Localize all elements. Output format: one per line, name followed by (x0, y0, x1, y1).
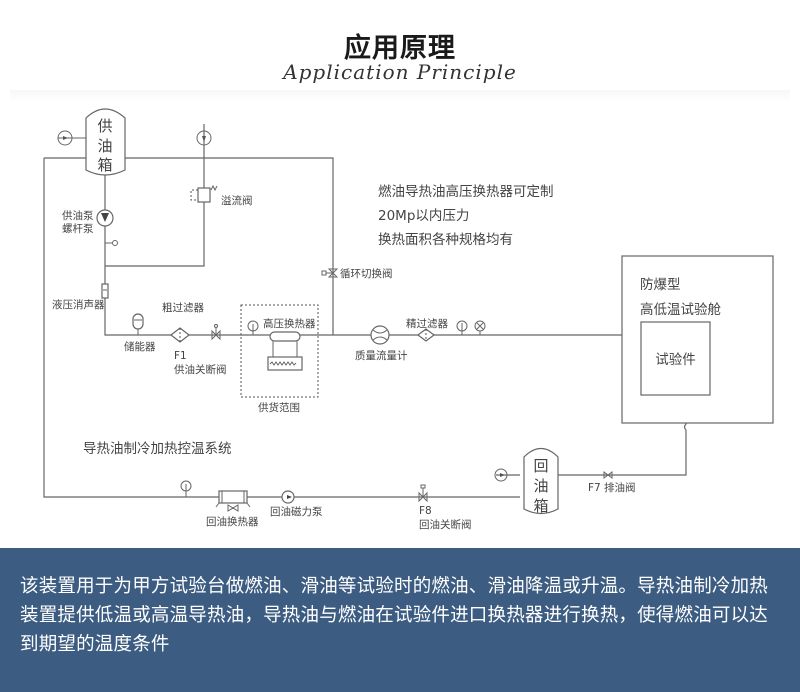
f8-shutoff-valve-icon (418, 484, 428, 503)
note-line-3: 换热面积各种规格均有 (378, 232, 513, 248)
return-tank-gauge-icon (494, 468, 508, 482)
drain-pipe (556, 417, 689, 476)
hp-exchanger-label: 高压换热器 (263, 317, 316, 330)
relief-valve-label: 溢流阀 (221, 194, 253, 207)
f8-name-label: 回油关断阀 (419, 518, 472, 531)
page-title: 应用原理 (344, 33, 456, 64)
note-line-2: 20Mp以内压力 (378, 208, 469, 224)
pump-outlet-gauge-icon (105, 240, 118, 246)
screw-pump-label: 螺杆泵 (62, 222, 94, 235)
header-divider (10, 90, 790, 102)
coarse-filter-label: 粗过滤器 (162, 301, 204, 314)
description-panel: 该装置用于为甲方试验台做燃油、滑油等试验时的燃油、滑油降温或升温。导热油制冷加热… (0, 548, 800, 692)
return-tank: 回 油 箱 (523, 447, 559, 515)
chamber-label-2: 高低温试验舱 (640, 301, 721, 318)
fine-filter-icon (417, 328, 435, 342)
circulation-valve-icon (321, 268, 339, 278)
hp-exchanger-icon (267, 331, 303, 371)
circulation-valve-label: 循环切换阀 (340, 267, 393, 280)
supply-scope-boundary (240, 304, 319, 398)
f8-code-label: F8 (419, 505, 432, 517)
description-text: 该装置用于为甲方试验台做燃油、滑油等试验时的燃油、滑油降温或升温。导热油制冷加热… (20, 576, 769, 655)
page-subtitle: Application Principle (283, 60, 517, 84)
hydraulic-silencer-label: 液压消声器 (52, 298, 105, 311)
supply-tank-label-3: 箱 (97, 156, 112, 174)
note-line-1: 燃油导热油高压换热器可定制 (378, 183, 554, 200)
f1-shutoff-valve-icon (211, 324, 221, 341)
supply-tank-gauge-icon (57, 130, 86, 146)
mass-flowmeter-icon (370, 325, 390, 345)
supply-scope-label: 供货范围 (258, 401, 300, 414)
fine-filter-gauge-icon (456, 320, 468, 335)
process-flow-diagram: 供 油 箱 溢流阀 供油泵 螺杆泵 液压消声器 循环切换阀 (43, 108, 774, 531)
return-tank-label-1: 回 (533, 457, 548, 475)
fine-filter-label: 精过滤器 (406, 317, 448, 330)
supply-tank-label-1: 供 (97, 117, 112, 135)
accumulator-icon (132, 313, 144, 335)
return-gauge-icon (180, 480, 192, 497)
f7-drain-valve-icon (603, 471, 613, 479)
supply-pump-icon (96, 209, 114, 227)
hydraulic-silencer-icon (101, 283, 109, 299)
test-piece-label: 试验件 (655, 352, 696, 368)
supply-tank: 供 油 箱 (85, 108, 126, 176)
hp-exchanger-gauge-icon (247, 320, 259, 335)
return-exchanger-label: 回油换热器 (206, 515, 259, 528)
test-piece (640, 321, 711, 396)
return-pump-label: 回油磁力泵 (270, 505, 323, 518)
f1-code-label: F1 (174, 350, 187, 362)
f1-name-label: 供油关断阀 (174, 363, 227, 376)
bypass-pipe (125, 157, 334, 335)
system-name-label: 导热油制冷加热控温系统 (83, 441, 232, 457)
supply-pump-label: 供油泵 (62, 209, 94, 222)
left-return-pipe (43, 158, 520, 498)
relief-valve-icon (190, 184, 218, 203)
f7-label: F7 排油阀 (588, 481, 636, 494)
relief-branch-pipe (105, 124, 205, 267)
chamber-label-1: 防爆型 (640, 277, 681, 293)
accumulator-label: 储能器 (124, 340, 156, 353)
pressure-gauge-icon (196, 130, 212, 146)
return-exchanger-icon (215, 490, 251, 512)
supply-tank-label-2: 油 (97, 137, 112, 155)
mass-flowmeter-label: 质量流量计 (355, 349, 408, 362)
return-tank-label-3: 箱 (533, 497, 548, 515)
return-pump-icon (281, 490, 295, 504)
coarse-filter-icon (170, 327, 190, 343)
thermometer-icon (474, 320, 486, 335)
return-tank-label-2: 油 (533, 477, 548, 495)
